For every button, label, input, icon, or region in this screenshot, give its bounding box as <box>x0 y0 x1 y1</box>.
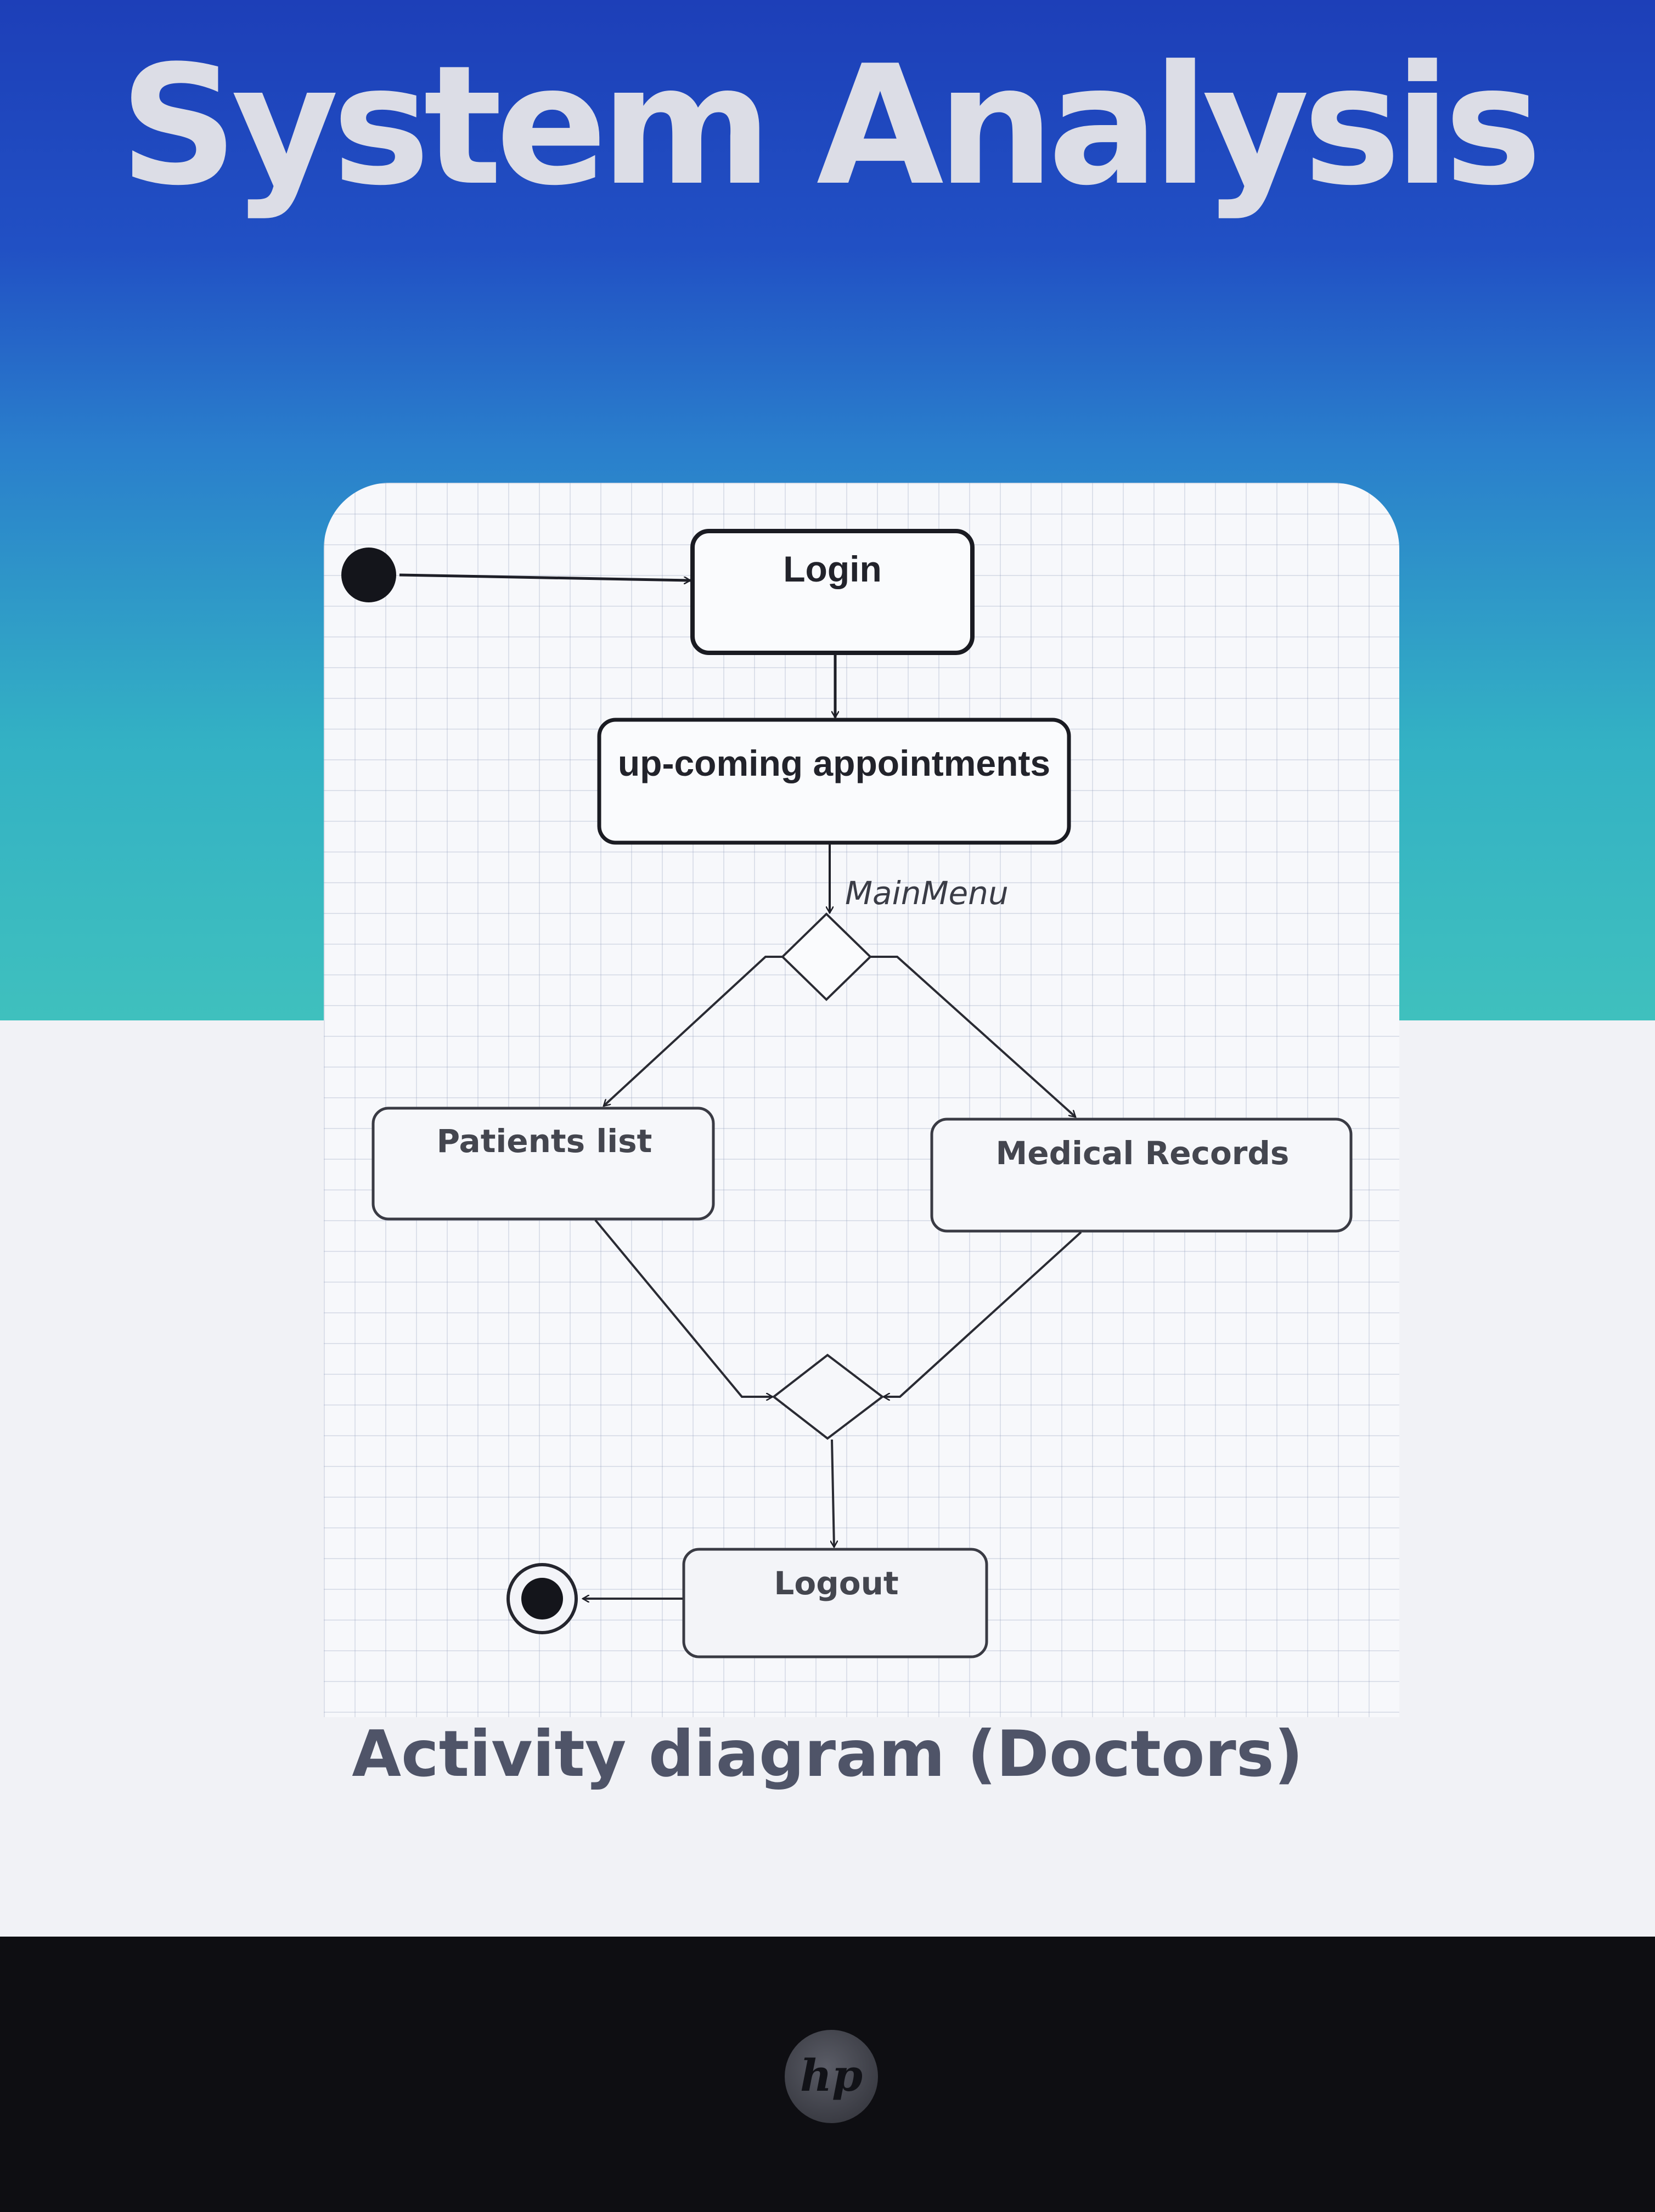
records-label: Medical Records <box>996 1135 1290 1172</box>
login-label: Login <box>783 549 882 589</box>
hp-logo-text: hp <box>800 2050 863 2101</box>
node-medical-records: Medical Records <box>930 1118 1353 1233</box>
diagram-grid-canvas <box>324 483 1399 1717</box>
edge-records-merge <box>883 1231 1082 1397</box>
node-login: Login <box>690 529 975 655</box>
patients-label: Patients list <box>437 1122 652 1160</box>
presentation-slide: System Analysis Login up-coming appointm… <box>0 0 1655 1937</box>
upcoming-label: up-coming appointments <box>618 743 1050 783</box>
node-patients-list: Patients list <box>371 1107 715 1221</box>
initial-node <box>341 548 396 602</box>
merge-node <box>772 1353 885 1440</box>
node-logout: Logout <box>682 1548 988 1658</box>
edge-start-login <box>399 573 690 580</box>
final-node <box>506 1563 578 1634</box>
edge-merge-logout <box>832 1439 834 1547</box>
decision-node <box>781 912 872 1001</box>
hp-logo: hp <box>785 2030 878 2123</box>
edge-patients-merge <box>594 1219 773 1397</box>
logout-label: Logout <box>774 1565 898 1602</box>
guard-main-menu: MainMenu <box>845 874 1009 912</box>
slide-title: System Analysis <box>119 30 1543 222</box>
node-upcoming-appointments: up-coming appointments <box>597 718 1071 845</box>
diagram-caption: Activity diagram (Doctors) <box>352 1717 1303 1791</box>
edge-decision-records <box>870 956 1076 1117</box>
edge-decision-patients <box>604 956 783 1106</box>
activity-diagram: Login up-coming appointments MainMenu Pa… <box>341 529 1353 1658</box>
